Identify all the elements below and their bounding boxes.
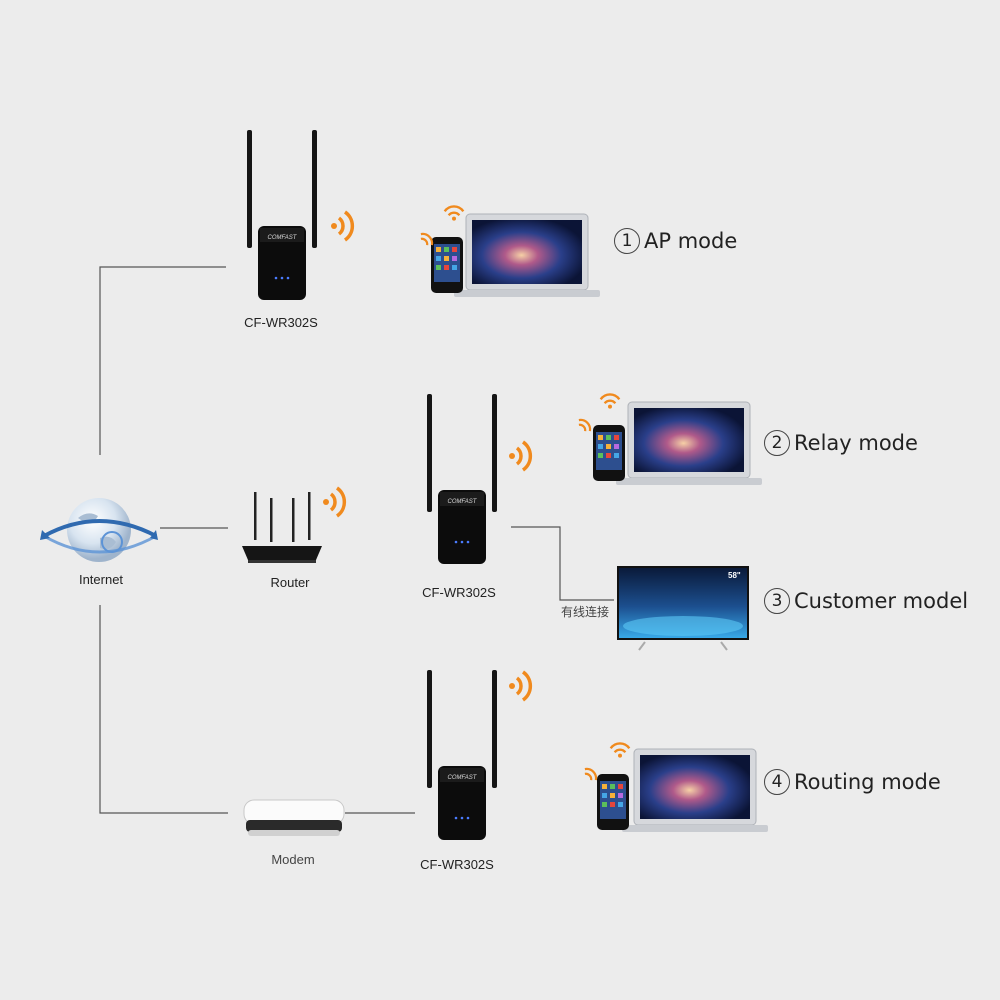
wifi-signal-icon: [509, 670, 533, 702]
wifi-signal-icon: [323, 486, 347, 518]
mode-number: 4: [764, 769, 790, 795]
client-group-ap: [412, 200, 602, 305]
modem-icon: [243, 799, 345, 836]
svg-text:COMFAST: COMFAST: [448, 499, 478, 505]
extender-label-2: CF-WR302S: [422, 585, 496, 600]
mode-label-ap: 1 AP mode: [614, 228, 737, 254]
extender-icon: COMFAST: [427, 670, 497, 840]
wifi-signal-icon: [443, 205, 465, 221]
phone-icon: [597, 774, 629, 830]
extender-label-3: CF-WR302S: [420, 857, 494, 872]
wifi-signal-icon: [584, 767, 598, 781]
wifi-signal-icon: [509, 440, 533, 472]
laptop-icon: [454, 213, 600, 297]
mode-text: Customer model: [794, 589, 969, 613]
phone-icon: [593, 425, 625, 481]
mode-text: Routing mode: [794, 770, 941, 794]
mode-label-customer: 3 Customer model: [764, 588, 968, 614]
wifi-signal-icon: [420, 232, 434, 246]
extender-label-1: CF-WR302S: [244, 315, 318, 330]
laptop-icon: [622, 748, 768, 832]
svg-text:COMFAST: COMFAST: [268, 235, 298, 241]
wifi-signal-icon: [331, 210, 355, 242]
mode-number: 2: [764, 430, 790, 456]
client-group-routing: [580, 735, 770, 840]
wired-connection-label: 有线连接: [560, 605, 609, 619]
tv-size-text: 58": [728, 571, 741, 580]
extender-icon: COMFAST: [247, 130, 317, 300]
mode-number: 3: [764, 588, 790, 614]
mode-number: 1: [614, 228, 640, 254]
mode-label-routing: 4 Routing mode: [764, 769, 941, 795]
mode-text: AP mode: [644, 229, 738, 253]
modem-label: Modem: [271, 852, 315, 867]
mode-label-relay: 2 Relay mode: [764, 430, 918, 456]
svg-text:COMFAST: COMFAST: [448, 775, 478, 781]
phone-icon: [431, 237, 463, 293]
tv-icon: 58": [617, 566, 749, 651]
wifi-signal-icon: [609, 742, 631, 758]
router-icon: [242, 492, 322, 563]
extender-icon: COMFAST: [427, 394, 497, 564]
internet-label: Internet: [78, 572, 124, 587]
globe-icon: [40, 498, 158, 562]
wifi-signal-icon: [599, 393, 621, 409]
laptop-icon: [616, 401, 762, 485]
client-group-relay: [574, 388, 764, 493]
mode-text: Relay mode: [794, 431, 918, 455]
wifi-signal-icon: [578, 418, 592, 432]
router-label: Router: [270, 575, 310, 590]
